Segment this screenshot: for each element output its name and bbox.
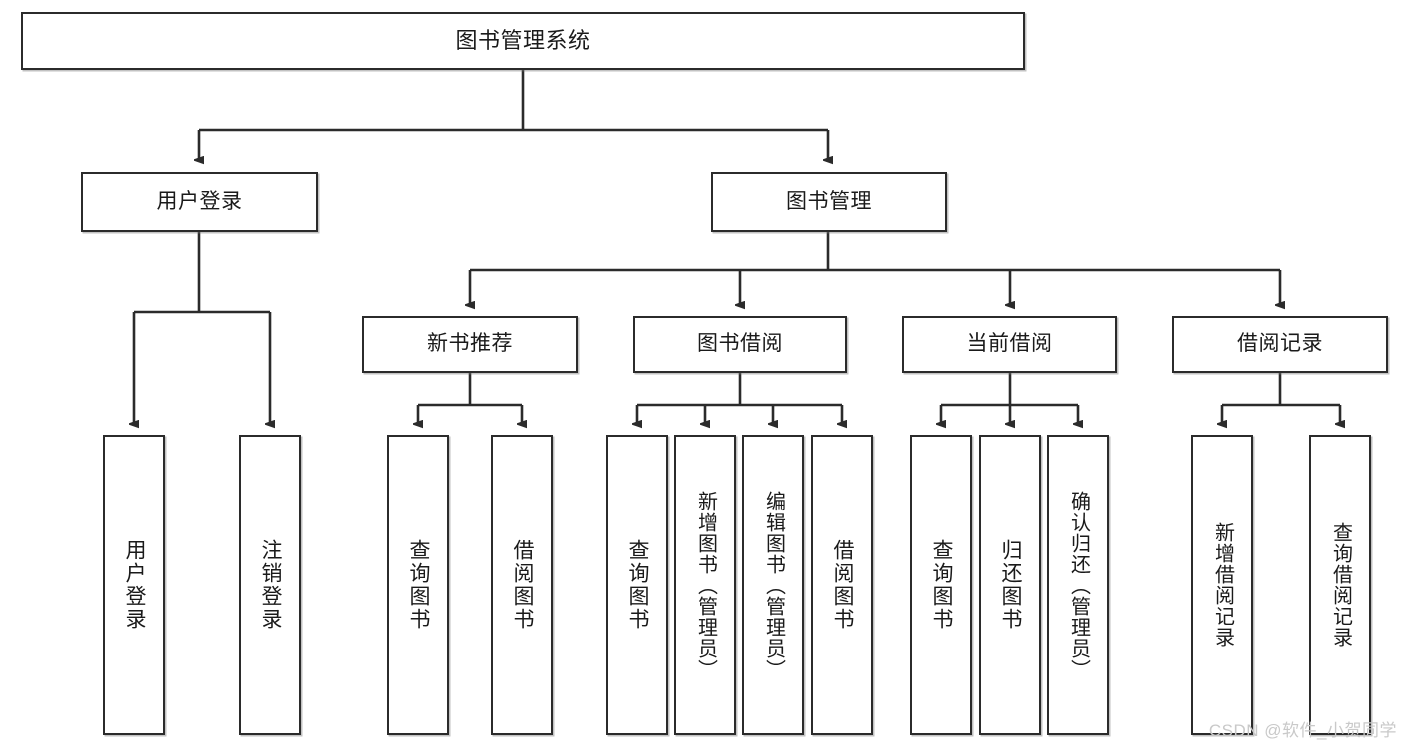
node-label: 图书管理	[786, 189, 872, 213]
node-book-management[interactable]: 图书管理	[711, 172, 947, 232]
leaf-borrow-query-book[interactable]: 查询图书	[606, 435, 668, 735]
leaf-borrow-borrow-book[interactable]: 借阅图书	[811, 435, 873, 735]
node-label: 确认归还（管理员）	[1067, 490, 1090, 680]
node-label: 图书借阅	[697, 332, 783, 356]
node-label: 借阅记录	[1237, 332, 1323, 356]
node-label: 用户登录	[156, 189, 243, 213]
node-label: 用户登录	[123, 539, 147, 631]
node-label: 查询图书	[407, 539, 431, 631]
leaf-borrow-add-book[interactable]: 新增图书（管理员）	[674, 435, 736, 735]
node-label: 编辑图书（管理员）	[762, 490, 785, 680]
node-root-system[interactable]: 图书管理系统	[21, 12, 1025, 70]
csdn-watermark: CSDN @软件_小贺同学	[1208, 721, 1397, 740]
leaf-records-query-record[interactable]: 查询借阅记录	[1309, 435, 1371, 735]
leaf-records-add-record[interactable]: 新增借阅记录	[1191, 435, 1253, 735]
node-label: 新增图书（管理员）	[694, 490, 717, 680]
leaf-new-book-borrow[interactable]: 借阅图书	[491, 435, 553, 735]
node-book-borrow[interactable]: 图书借阅	[633, 316, 847, 373]
node-label: 查询图书	[626, 539, 650, 631]
node-label: 注销登录	[259, 539, 283, 631]
leaf-current-query-book[interactable]: 查询图书	[910, 435, 972, 735]
node-label: 新增借阅记录	[1211, 522, 1234, 648]
node-label: 新书推荐	[427, 332, 513, 356]
node-label: 借阅图书	[831, 539, 855, 631]
leaf-current-confirm-return[interactable]: 确认归还（管理员）	[1047, 435, 1109, 735]
node-label: 查询图书	[930, 539, 954, 631]
node-user-login[interactable]: 用户登录	[81, 172, 318, 232]
leaf-borrow-edit-book[interactable]: 编辑图书（管理员）	[742, 435, 804, 735]
node-current-borrow[interactable]: 当前借阅	[902, 316, 1117, 373]
node-label: 当前借阅	[966, 332, 1053, 356]
node-label: 借阅图书	[511, 539, 535, 631]
node-label: 归还图书	[999, 539, 1023, 631]
leaf-user-login-login[interactable]: 用户登录	[103, 435, 165, 735]
leaf-current-return-book[interactable]: 归还图书	[979, 435, 1041, 735]
leaf-user-login-logout[interactable]: 注销登录	[239, 435, 301, 735]
node-label: 查询借阅记录	[1329, 522, 1352, 648]
node-label: 图书管理系统	[455, 28, 591, 54]
node-borrow-records[interactable]: 借阅记录	[1172, 316, 1388, 373]
leaf-new-book-query[interactable]: 查询图书	[387, 435, 449, 735]
node-new-book-recommend[interactable]: 新书推荐	[362, 316, 578, 373]
